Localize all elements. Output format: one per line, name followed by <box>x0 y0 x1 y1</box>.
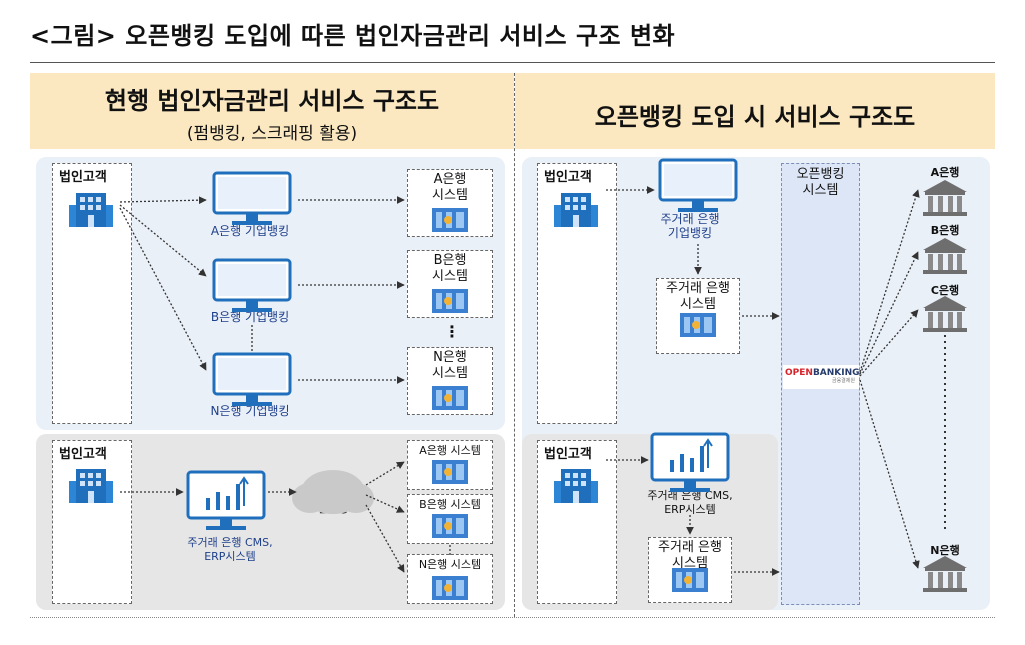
right-header: 오픈뱅킹 도입 시 서비스 구조도 <box>515 73 995 149</box>
customer-label: 법인고객 <box>544 447 592 462</box>
office-building-icon <box>69 193 113 227</box>
cms-label-right: 주거래 은행 CMS,ERP시스템 <box>647 489 733 516</box>
portal-label-a: A은행 기업뱅킹 <box>210 224 290 238</box>
bank-label-b: B은행 <box>930 224 960 237</box>
chart-monitor-icon <box>186 470 266 532</box>
openbanking-title-line1: 오픈뱅킹 <box>796 167 845 182</box>
left-header-subtitle: (펌뱅킹, 스크래핑 활용) <box>186 124 358 144</box>
openbanking-logo: OPENBANKING 금융결제원 <box>783 365 860 389</box>
monitor-icon <box>212 171 292 227</box>
server-rack-icon <box>672 568 708 592</box>
left-header-title: 현행 법인자금관리 서비스 구조도 <box>104 87 440 115</box>
right-header-title: 오픈뱅킹 도입 시 서비스 구조도 <box>594 103 916 131</box>
openbanking-logo-banking: BANKING <box>812 368 860 378</box>
server-rack-icon <box>680 313 716 337</box>
openbanking-title: 오픈뱅킹 시스템 <box>781 167 860 199</box>
server-rack-icon <box>432 386 468 410</box>
monitor-icon <box>212 258 292 314</box>
portal-label-b: B은행 기업뱅킹 <box>210 310 290 324</box>
system-ellipsis: ⋮ <box>444 322 460 341</box>
customer-label: 법인고객 <box>544 170 592 185</box>
monitor-icon <box>658 158 738 214</box>
flow-arrows-right-bottom <box>606 456 780 576</box>
customer-label: 법인고객 <box>59 447 107 462</box>
openbanking-logo-open: OPEN <box>785 368 813 378</box>
office-building-icon <box>69 469 113 503</box>
customer-box-right-bottom: 법인고객 <box>537 440 617 604</box>
monitor-icon <box>212 352 292 408</box>
flow-arrows-openbanking <box>859 189 946 569</box>
flow-arrows-left-top <box>119 196 405 384</box>
bank-label-c: C은행 <box>930 284 960 297</box>
cloud-icon <box>292 470 374 514</box>
scrape-system-label-n: N은행 시스템 <box>418 558 482 571</box>
bank-building-icon <box>923 238 967 274</box>
bank-building-icon <box>923 556 967 592</box>
bottom-rule <box>30 617 995 618</box>
portal-label-n: N은행 기업뱅킹 <box>210 404 290 418</box>
server-rack-icon <box>432 208 468 232</box>
figure-title: <그림> 오픈뱅킹 도입에 따른 법인자금관리 서비스 구조 변화 <box>30 22 676 50</box>
top-rule <box>30 62 995 63</box>
office-building-icon <box>554 469 598 503</box>
cms-label-left: 주거래 은행 CMS,ERP시스템 <box>187 536 273 563</box>
server-rack-icon <box>432 576 468 600</box>
bank-label-a: A은행 <box>930 166 960 179</box>
flow-arrows-left-bottom <box>120 461 451 573</box>
openbanking-logo-sub: 금융결제원 <box>831 378 855 384</box>
server-rack-icon <box>432 514 468 538</box>
customer-label: 법인고객 <box>59 170 107 185</box>
server-rack-icon <box>432 289 468 313</box>
center-divider <box>514 73 515 617</box>
scrape-system-label-a: A은행 시스템 <box>419 444 481 457</box>
left-header: 현행 법인자금관리 서비스 구조도 (펌뱅킹, 스크래핑 활용) <box>30 73 514 149</box>
scrape-system-label-b: B은행 시스템 <box>419 498 481 511</box>
bank-label-n: N은행 <box>930 544 960 557</box>
bank-building-icon <box>923 180 967 216</box>
flow-arrows-right-top <box>606 186 780 320</box>
customer-box-left-bottom: 법인고객 <box>52 440 132 604</box>
openbanking-title-line2: 시스템 <box>802 183 839 198</box>
office-building-icon <box>554 193 598 227</box>
chart-monitor-icon <box>650 432 730 494</box>
bank-building-icon <box>923 296 967 332</box>
server-rack-icon <box>432 460 468 484</box>
